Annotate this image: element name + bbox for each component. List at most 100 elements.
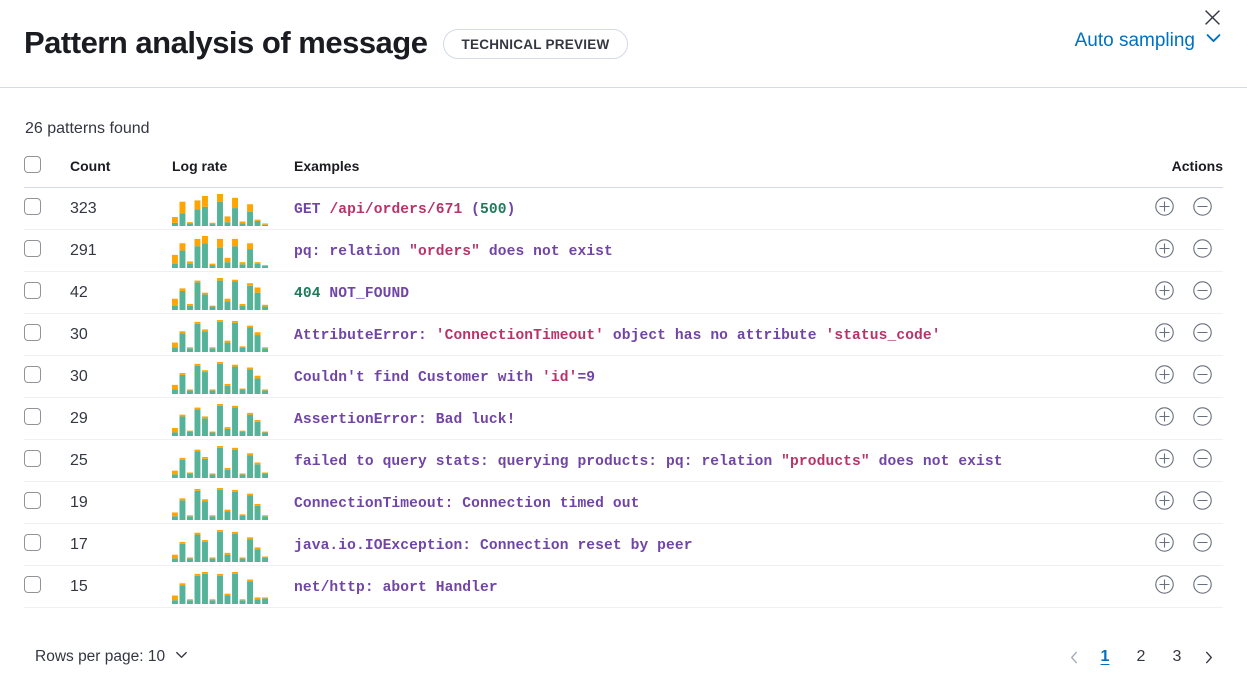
example-token: object has no attribute: [604, 327, 826, 344]
table-row[interactable]: 323 GET /api/orders/671 (500): [24, 187, 1223, 230]
minus-in-circle-icon[interactable]: [1192, 574, 1213, 600]
row-log-rate-cell: [172, 187, 294, 230]
row-checkbox[interactable]: [24, 449, 41, 467]
rows-per-page-control[interactable]: Rows per page: 10: [24, 647, 189, 667]
table-row[interactable]: 25 failed to query stats: querying produ…: [24, 439, 1223, 482]
minus-in-circle-icon[interactable]: [1192, 238, 1213, 264]
example-token: 500: [480, 201, 507, 218]
example-token: failed to query stats: querying products…: [294, 453, 782, 470]
plus-in-circle-icon[interactable]: [1154, 532, 1175, 558]
table-row[interactable]: 30 Couldn't find Customer with 'id'=9: [24, 355, 1223, 398]
flyout-header: Pattern analysis of message TECHNICAL PR…: [0, 0, 1247, 88]
row-count-cell: 17: [70, 523, 172, 566]
example-token: pq: relation: [294, 243, 410, 260]
row-example-text: AttributeError: 'ConnectionTimeout' obje…: [294, 328, 941, 344]
select-all-checkbox[interactable]: [24, 156, 41, 173]
row-checkbox[interactable]: [24, 407, 41, 425]
row-checkbox[interactable]: [24, 491, 41, 509]
row-example-cell: failed to query stats: querying products…: [294, 439, 1111, 482]
row-checkbox[interactable]: [24, 281, 41, 299]
row-select-cell: [24, 355, 70, 398]
row-count-cell: 15: [70, 565, 172, 608]
row-actions-cell: [1111, 355, 1223, 398]
page-number-2[interactable]: 2: [1136, 648, 1146, 665]
plus-in-circle-icon[interactable]: [1154, 448, 1175, 474]
table-row[interactable]: 17 java.io.IOException: Connection reset…: [24, 523, 1223, 566]
example-token: 'status_code': [825, 327, 941, 344]
column-header-count: Count: [70, 156, 172, 188]
minus-in-circle-icon[interactable]: [1192, 448, 1213, 474]
page-number-1[interactable]: 1: [1100, 648, 1110, 665]
example-token: ConnectionTimeout: Connection timed out: [294, 495, 640, 512]
table-row[interactable]: 291 pq: relation "orders" does not exist: [24, 229, 1223, 272]
example-token: does not exist: [869, 453, 1003, 470]
minus-in-circle-icon[interactable]: [1192, 532, 1213, 558]
page-number-list: 1 2 3: [1091, 642, 1191, 672]
example-token: AttributeError:: [294, 327, 436, 344]
plus-in-circle-icon[interactable]: [1154, 196, 1175, 222]
table-row[interactable]: 42 404 NOT_FOUND: [24, 271, 1223, 314]
example-token: =9: [577, 369, 596, 386]
minus-in-circle-icon[interactable]: [1192, 322, 1213, 348]
row-checkbox[interactable]: [24, 575, 41, 593]
row-actions: [1111, 398, 1223, 439]
log-rate-sparkline: [172, 570, 294, 604]
plus-in-circle-icon[interactable]: [1154, 406, 1175, 432]
close-icon[interactable]: [1199, 4, 1225, 30]
row-count-value: 30: [70, 325, 88, 343]
log-rate-sparkline: [172, 444, 294, 478]
row-checkbox[interactable]: [24, 197, 41, 215]
minus-in-circle-icon[interactable]: [1192, 364, 1213, 390]
row-actions-cell: [1111, 229, 1223, 272]
row-select-cell: [24, 187, 70, 230]
row-count-cell: 323: [70, 187, 172, 230]
chevron-down-icon: [174, 647, 189, 667]
row-actions-cell: [1111, 271, 1223, 314]
row-actions-cell: [1111, 187, 1223, 230]
table-row[interactable]: 29 AssertionError: Bad luck!: [24, 397, 1223, 440]
table-row[interactable]: 30 AttributeError: 'ConnectionTimeout' o…: [24, 313, 1223, 356]
table-row[interactable]: 19 ConnectionTimeout: Connection timed o…: [24, 481, 1223, 524]
example-token: 404: [294, 285, 321, 302]
row-example-cell: AssertionError: Bad luck!: [294, 397, 1111, 440]
example-token: ): [506, 201, 516, 218]
page-number-3[interactable]: 3: [1172, 648, 1182, 665]
chevron-right-icon[interactable]: [1193, 642, 1223, 672]
row-log-rate-cell: [172, 565, 294, 608]
row-actions: [1111, 272, 1223, 313]
row-select-cell: [24, 229, 70, 272]
row-actions: [1111, 188, 1223, 229]
auto-sampling-control[interactable]: Auto sampling: [1075, 28, 1223, 52]
row-actions-cell: [1111, 481, 1223, 524]
flyout-footer: Rows per page: 10 1 2 3: [0, 630, 1247, 684]
row-example-text: pq: relation "orders" does not exist: [294, 244, 613, 260]
plus-in-circle-icon[interactable]: [1154, 322, 1175, 348]
row-select-cell: [24, 481, 70, 524]
minus-in-circle-icon[interactable]: [1192, 490, 1213, 516]
plus-in-circle-icon[interactable]: [1154, 490, 1175, 516]
row-select-cell: [24, 565, 70, 608]
row-checkbox[interactable]: [24, 533, 41, 551]
page-title: Pattern analysis of message: [24, 25, 428, 61]
row-count-cell: 291: [70, 229, 172, 272]
row-checkbox[interactable]: [24, 239, 41, 257]
table-row[interactable]: 15 net/http: abort Handler: [24, 565, 1223, 608]
plus-in-circle-icon[interactable]: [1154, 238, 1175, 264]
minus-in-circle-icon[interactable]: [1192, 280, 1213, 306]
row-actions-cell: [1111, 565, 1223, 608]
plus-in-circle-icon[interactable]: [1154, 574, 1175, 600]
plus-in-circle-icon[interactable]: [1154, 280, 1175, 306]
row-checkbox[interactable]: [24, 323, 41, 341]
plus-in-circle-icon[interactable]: [1154, 364, 1175, 390]
row-checkbox[interactable]: [24, 365, 41, 383]
chevron-left-icon[interactable]: [1059, 642, 1089, 672]
minus-in-circle-icon[interactable]: [1192, 406, 1213, 432]
row-log-rate-cell: [172, 355, 294, 398]
table-body: 323 GET /api/orders/671 (500) 291 pq:: [24, 187, 1223, 608]
row-count-value: 19: [70, 493, 88, 511]
row-example-cell: pq: relation "orders" does not exist: [294, 229, 1111, 272]
minus-in-circle-icon[interactable]: [1192, 196, 1213, 222]
row-actions: [1111, 524, 1223, 565]
row-count-cell: 19: [70, 481, 172, 524]
row-log-rate-cell: [172, 397, 294, 440]
